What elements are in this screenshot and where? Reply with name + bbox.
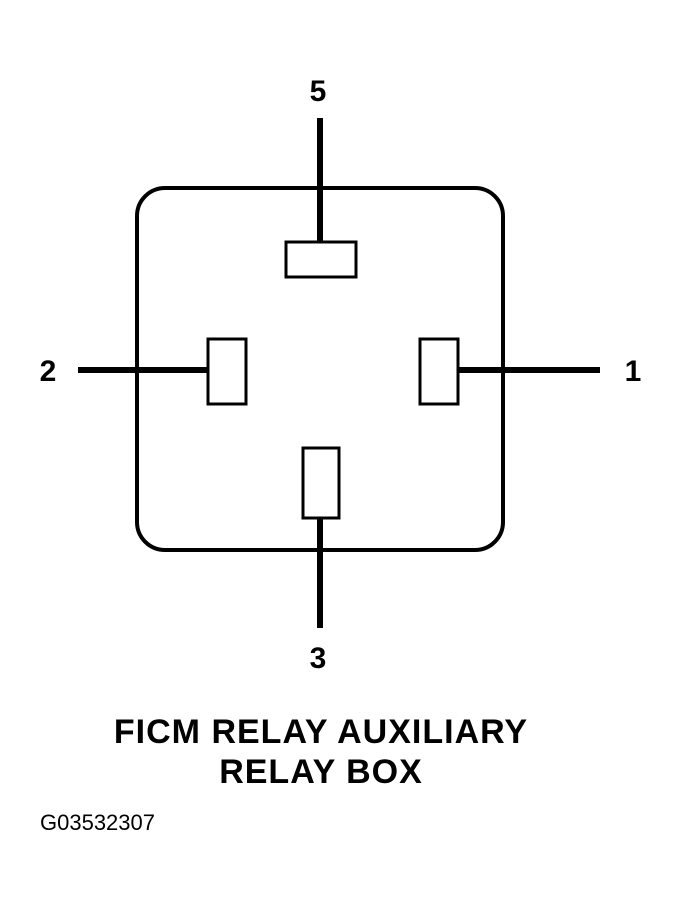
pin-1-terminal [418,337,460,406]
pin-2-label: 2 [40,355,57,388]
pin-3-terminal [301,446,341,520]
pin-5-terminal [284,240,358,279]
diagram-caption-line-2: RELAY BOX [219,753,423,791]
pin-5-label: 5 [310,75,327,108]
diagram-caption-line-1: FICM RELAY AUXILIARY [113,713,529,751]
pin-3-label: 3 [310,642,327,675]
figure-id: G03532307 [40,810,155,835]
pin-1-label: 1 [625,355,642,388]
pin-2-terminal [206,337,248,406]
